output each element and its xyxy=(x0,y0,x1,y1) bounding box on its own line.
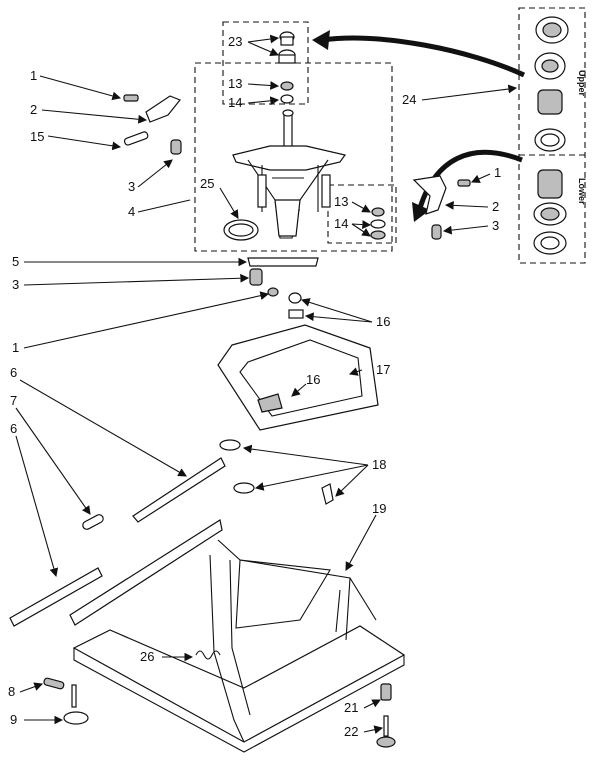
upper-assembly-box xyxy=(194,21,397,252)
callout-14-right: 14 xyxy=(334,216,348,231)
callout-3-left: 3 xyxy=(128,179,135,194)
callout-1-top: 1 xyxy=(30,68,37,83)
lower-bearing-kit xyxy=(533,169,567,255)
callout-23: 23 xyxy=(228,34,242,49)
bearing-kit-panel: Upper Lower xyxy=(518,7,587,264)
callout-22: 22 xyxy=(344,724,358,739)
callout-5: 5 xyxy=(12,254,19,269)
callout-26: 26 xyxy=(140,649,154,664)
callout-1-right: 1 xyxy=(494,165,501,180)
callout-21: 21 xyxy=(344,700,358,715)
callout-6-top: 6 xyxy=(10,365,17,380)
upper-bearing-kit xyxy=(534,16,569,152)
callout-18: 18 xyxy=(372,457,386,472)
left-small-parts xyxy=(123,94,471,240)
callout-9: 9 xyxy=(10,712,17,727)
callout-2-left: 2 xyxy=(30,102,37,117)
callout-7: 7 xyxy=(10,393,17,408)
callout-1-mid: 1 xyxy=(12,340,19,355)
base-frame-19 xyxy=(69,519,406,753)
callout-14-top: 14 xyxy=(228,95,242,110)
callout-16-frame: 16 xyxy=(306,372,320,387)
callout-4: 4 xyxy=(128,204,135,219)
middle-small-parts xyxy=(247,257,319,319)
callout-labels: 1 2 15 3 4 25 23 13 14 13 14 24 1 2 3 5 … xyxy=(8,34,501,739)
callout-13-right: 13 xyxy=(334,194,348,209)
callout-2-right: 2 xyxy=(492,199,499,214)
callout-15: 15 xyxy=(30,129,44,144)
callout-6-bottom: 6 xyxy=(10,421,17,436)
lower-bearings-stack xyxy=(370,207,386,240)
lower-kit-label: Lower xyxy=(577,178,587,205)
callout-8: 8 xyxy=(8,684,15,699)
callout-19: 19 xyxy=(372,501,386,516)
upper-kit-label: Upper xyxy=(577,70,587,97)
callout-16-top: 16 xyxy=(376,314,390,329)
seal-ring xyxy=(223,219,259,241)
leader-lines xyxy=(15,34,518,734)
callout-3-mid: 3 xyxy=(12,277,19,292)
leveling-legs xyxy=(43,677,396,748)
side-rails xyxy=(9,457,226,627)
spring-26 xyxy=(195,650,221,660)
mechanism-housing xyxy=(232,109,347,239)
clips-18 xyxy=(219,439,334,505)
callout-17: 17 xyxy=(376,362,390,377)
upper-bearings-stack xyxy=(278,31,296,104)
callout-25: 25 xyxy=(200,176,214,191)
callout-24: 24 xyxy=(402,92,416,107)
callout-13-top: 13 xyxy=(228,76,242,91)
callout-3-right: 3 xyxy=(492,218,499,233)
support-frame-17 xyxy=(217,324,379,431)
